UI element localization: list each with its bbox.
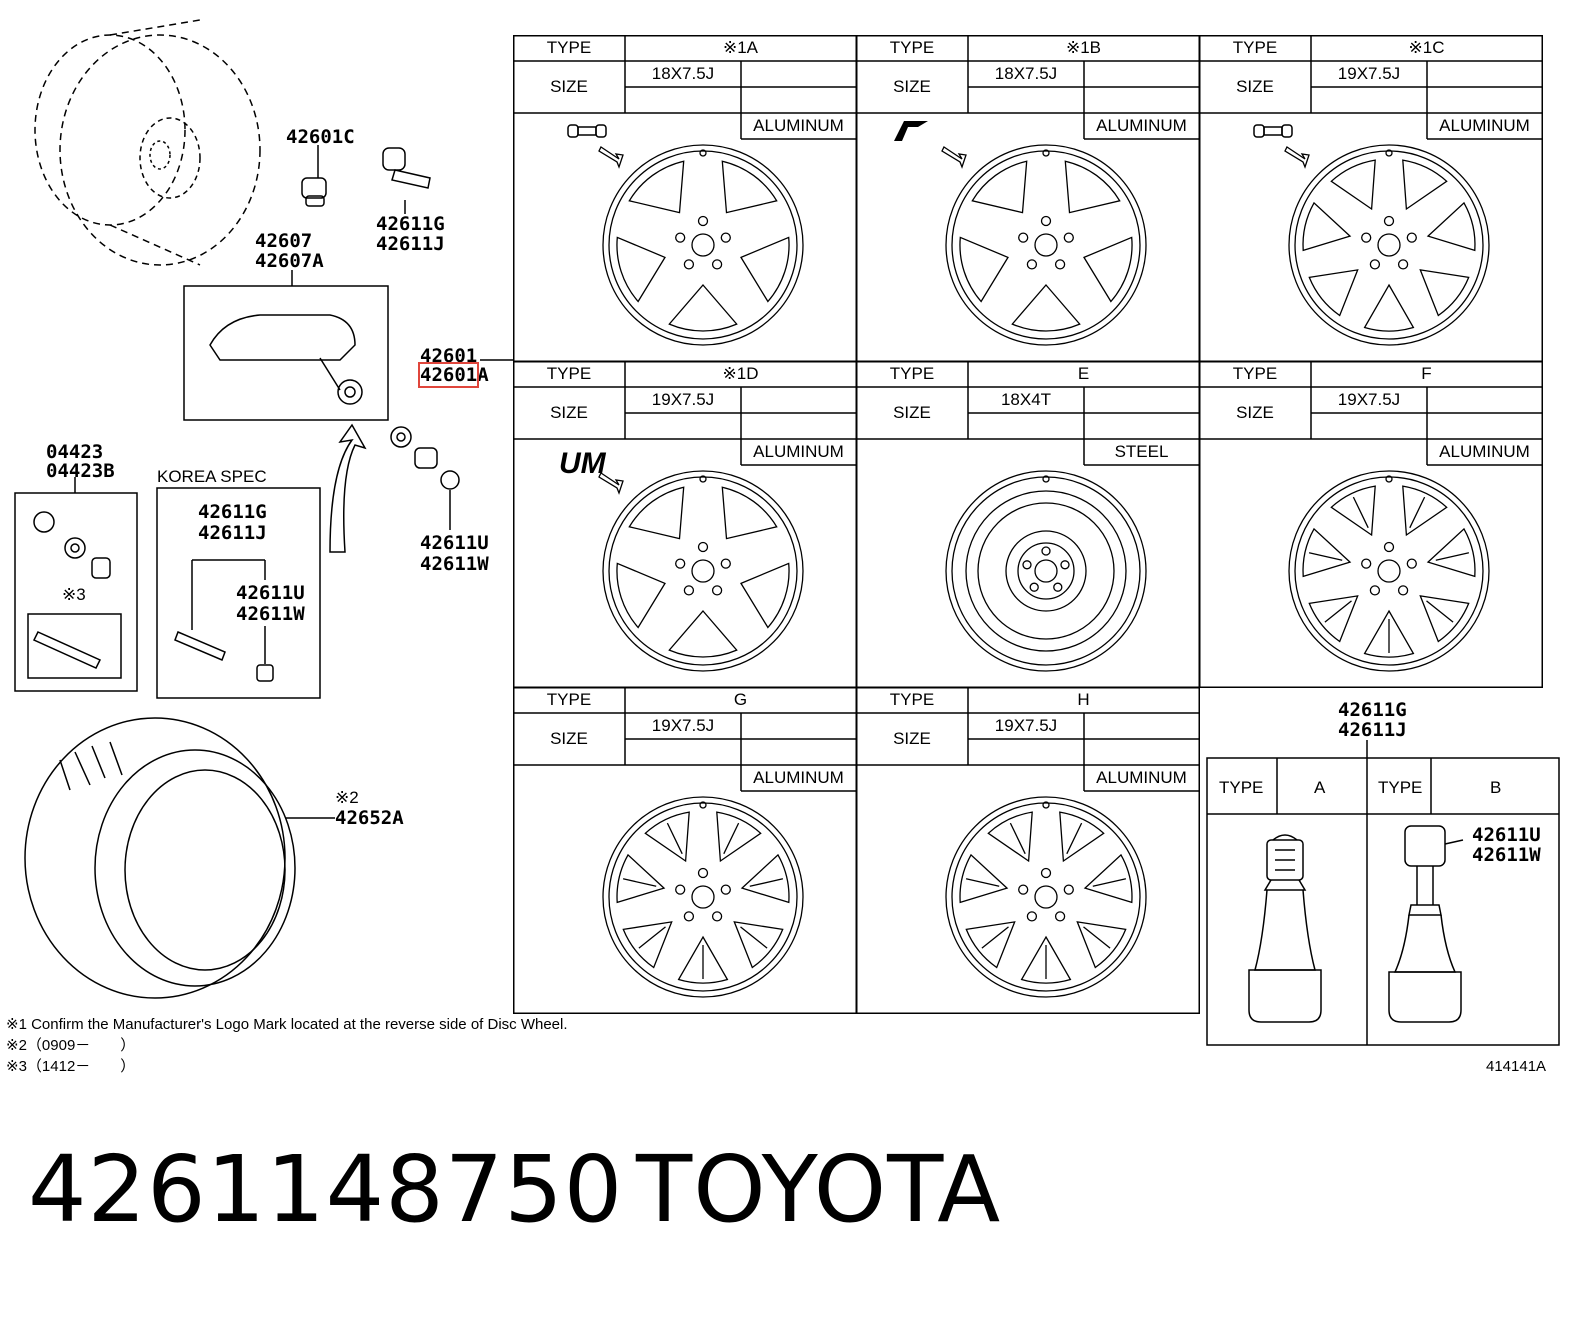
valve-type-box [1206,740,1560,1046]
label-42601a[interactable]: 42601A [417,362,489,388]
label-korea-42611u: 42611U [236,582,305,604]
label-42611g: 42611G [376,213,445,235]
label-04423b: 04423B [46,460,115,482]
wheel-type-value: G [733,690,748,709]
wheel-type-header: TYPE [889,364,935,383]
highlighted-part-number[interactable]: 42601 [417,362,480,388]
wheel-cell: TYPE ※1A SIZE 18X7.5J ALUMINUM [513,35,857,362]
wheel-cell: TYPE H SIZE 19X7.5J ALUMINUM [856,687,1200,1014]
wheel-size-value: 19X7.5J [651,716,715,735]
wheel-cell: TYPE ※1B SIZE 18X7.5J ALUMINUM [856,35,1200,362]
wheel-size-header: SIZE [893,77,931,96]
label-42611w: 42611W [420,553,489,575]
wheel-cell-frame [856,687,1200,1014]
wheel-material: ALUMINUM [753,768,844,787]
wheel-type-value: ※1A [722,38,759,57]
wheel-size-value: 18X7.5J [651,64,715,83]
label-04423: 04423 [46,441,104,463]
headline-brand: TOYOTA [636,1136,1002,1243]
label-42607: 42607 [255,230,313,252]
note-2: ※2（0909－ ） [6,1037,136,1054]
note-3: ※3（1412－ ） [6,1058,136,1075]
wheel-size-header: SIZE [893,403,931,422]
wheel-size-value: 18X7.5J [994,64,1058,83]
valve-type-b-header: TYPE [1378,778,1423,797]
wheel-type-value: ※1B [1065,38,1102,57]
wheel-size-value: 18X4T [1000,390,1052,409]
wheel-type-value: E [1077,364,1090,383]
label-korea-42611g: 42611G [198,501,267,523]
wheel-material: ALUMINUM [1439,442,1530,461]
wheel-type-header: TYPE [1232,364,1278,383]
wheel-size-header: SIZE [893,729,931,748]
wheel-size-header: SIZE [1236,403,1274,422]
wheel-cell: TYPE F SIZE 19X7.5J ALUMINUM [1199,361,1543,688]
label-valve-42611j: 42611J [1338,719,1407,741]
svg-text:UM: UM [559,447,607,480]
wheel-size-value: 19X7.5J [1337,390,1401,409]
wheel-type-header: TYPE [546,38,592,57]
wheel-size-value: 19X7.5J [994,716,1058,735]
components-illustration [14,19,460,999]
label-42607a: 42607A [255,250,324,272]
label-42601: 42601 [420,345,478,367]
wheel-type-header: TYPE [546,364,592,383]
wheel-size-header: SIZE [550,729,588,748]
label-korea-42611j: 42611J [198,522,267,544]
headline-part-number: 4261148750 [28,1136,624,1243]
wheel-cell: TYPE ※1C SIZE 19X7.5J ALUMINUM [1199,35,1543,362]
diagram-id: 414141A [1486,1058,1547,1075]
wheel-type-header: TYPE [546,690,592,709]
wheel-material: ALUMINUM [1439,116,1530,135]
label-42611u: 42611U [420,532,489,554]
wheel-material: ALUMINUM [753,116,844,135]
label-valve-42611g: 42611G [1338,699,1407,721]
wheel-material: ALUMINUM [753,442,844,461]
wheel-type-header: TYPE [1232,38,1278,57]
wheel-type-value: H [1077,690,1090,709]
note-1: ※1 Confirm the Manufacturer's Logo Mark … [6,1016,568,1033]
note2-mark: ※2 [335,788,359,807]
valve-type-b-drawing [1388,825,1464,1023]
label-42611j: 42611J [376,233,445,255]
label-valve-b-42611w: 42611W [1472,844,1541,866]
wheel-material: ALUMINUM [1096,768,1187,787]
korea-spec-label: KOREA SPEC [157,467,267,486]
label-42652a: 42652A [335,807,404,829]
note3-mark: ※3 [62,585,86,604]
wheel-size-header: SIZE [1236,77,1274,96]
wheel-material: STEEL [1114,442,1169,461]
wheel-size-value: 19X7.5J [651,390,715,409]
wheel-cell-frame [1199,35,1543,362]
valve-type-b-value: B [1490,778,1502,797]
wheel-type-value: ※1D [722,364,759,383]
wheel-type-header: TYPE [889,690,935,709]
label-42601c: 42601C [286,126,355,148]
wheel-cell: TYPE G SIZE 19X7.5J ALUMINUM [513,687,857,1014]
wheel-type-header: TYPE [889,38,935,57]
wheel-outline-dashed [34,19,261,266]
valve-type-a-drawing [1248,834,1322,1023]
label-42601a-suffix: A [477,364,489,386]
wheel-material: ALUMINUM [1096,116,1187,135]
wheel-size-header: SIZE [550,403,588,422]
wheel-type-value: ※1C [1408,38,1445,57]
wheel-size-value: 19X7.5J [1337,64,1401,83]
wheel-type-value: F [1421,364,1432,383]
label-valve-b-42611u: 42611U [1472,824,1541,846]
valve-type-a-value: A [1314,778,1326,797]
wheel-cell-frame [1199,361,1543,688]
wheel-cell: TYPE E SIZE 18X4T STEEL [856,361,1200,688]
label-korea-42611w: 42611W [236,603,305,625]
wheel-size-header: SIZE [550,77,588,96]
leader-line-42601 [480,359,514,361]
valve-type-a-header: TYPE [1219,778,1264,797]
wheel-cell: UM TYPE ※1D SIZE 19X7.5J ALUMINUM [513,361,857,688]
